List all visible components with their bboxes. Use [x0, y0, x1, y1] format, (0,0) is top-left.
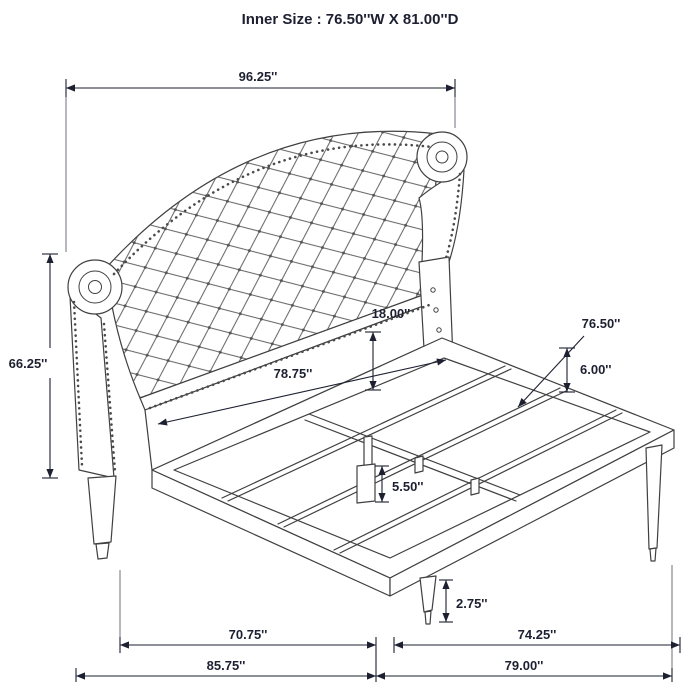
frame-right-leg: [645, 444, 663, 562]
dim-frame-inner-length: 70.75'': [119, 570, 376, 653]
right-scroll: [416, 131, 468, 183]
dim-label-overall-depth-left: 85.75'': [207, 658, 246, 673]
dim-headboard-inner-width: 78.75'': [157, 358, 447, 426]
dim-overall-width: 96.25'': [65, 69, 456, 252]
bolt-holes: [430, 287, 442, 333]
dim-label-headboard-height: 66.25'': [9, 356, 48, 371]
dim-foot-leg-height: 2.75'': [439, 579, 487, 623]
page-title: Inner Size : 76.50''W X 81.00''D: [242, 11, 459, 28]
dim-label-rail-height: 6.00'': [580, 362, 611, 377]
dim-label-frame-inner-length: 70.75'': [229, 627, 268, 642]
frame-front-leg: [419, 575, 437, 625]
tufting-pattern: [106, 131, 438, 399]
dim-label-frame-right-length: 74.25'': [518, 627, 557, 642]
right-wing: [418, 169, 465, 263]
dim-overall-depth-right: 79.00'': [376, 565, 673, 682]
dim-label-overall-width: 96.25'': [239, 69, 278, 84]
dim-label-center-support-height: 5.50'': [392, 479, 423, 494]
dim-label-slat-width: 76.50'': [582, 316, 621, 331]
dim-rail-height: 6.00'': [559, 347, 611, 393]
dim-label-overall-depth-right: 79.00'': [505, 658, 544, 673]
left-wing: [69, 295, 115, 479]
dim-label-foot-leg-height: 2.75'': [456, 596, 487, 611]
dim-overall-depth-left: 85.75'': [75, 637, 377, 682]
dim-headboard-height: 66.25'': [9, 253, 58, 479]
center-rail: [304, 413, 521, 502]
dim-frame-right-length: 74.25'': [393, 627, 681, 653]
dim-center-support-height: 5.50'': [375, 465, 423, 503]
front-right-rail-face: [389, 429, 675, 597]
dim-label-headboard-inner-width: 78.75'': [274, 366, 313, 381]
left-scroll: [67, 259, 123, 315]
center-rail-feet: [356, 435, 480, 504]
headboard-leg: [87, 475, 117, 560]
dim-label-headboard-panel-gap: 18.00'': [372, 306, 411, 321]
center-support-foot: [363, 435, 373, 468]
